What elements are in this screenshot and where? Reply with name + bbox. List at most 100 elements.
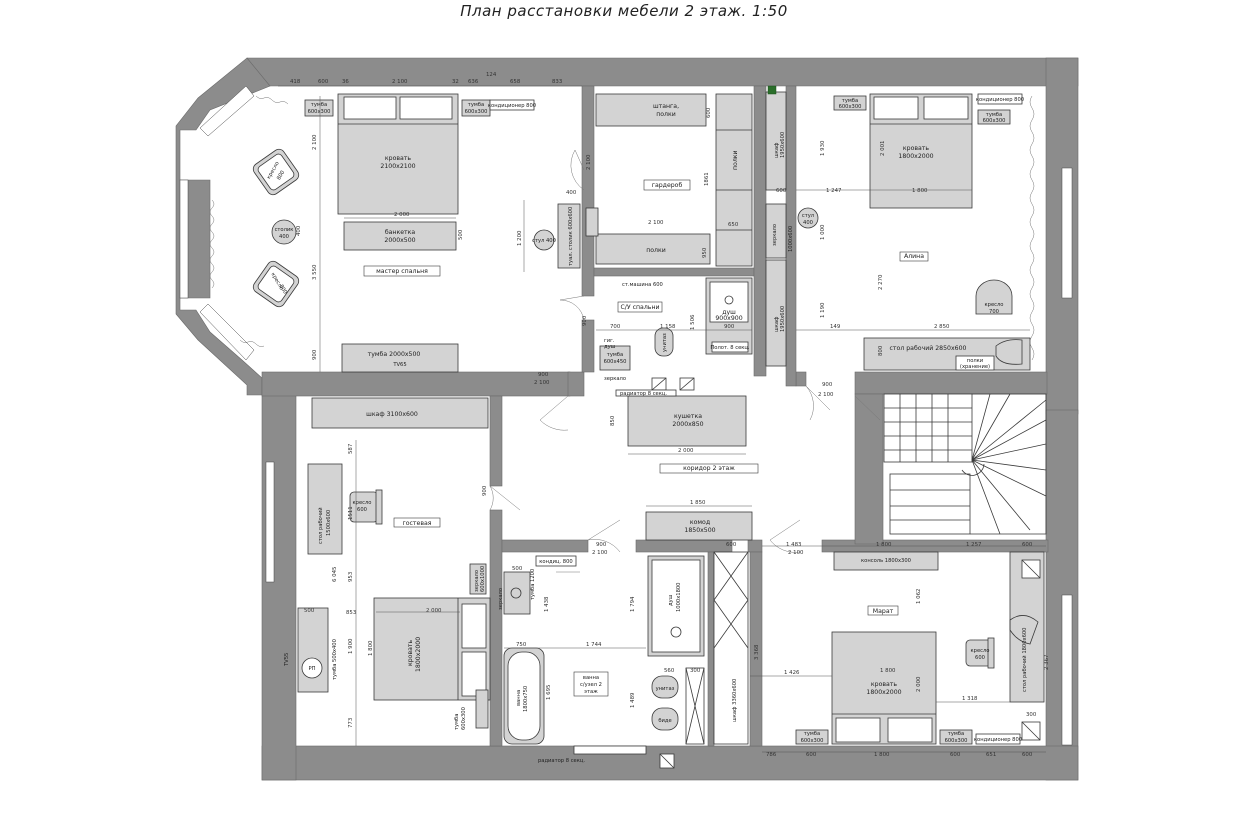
dim-2850: 2 850 — [934, 324, 950, 330]
ac-label: кондиц. 800 — [539, 559, 572, 565]
dim-300: 300 — [690, 668, 701, 674]
shelves-label: полки — [732, 150, 739, 170]
dim-1695: 1 695 — [546, 685, 552, 700]
dim-587: 587 — [348, 444, 354, 454]
dim-900f: 900 — [596, 542, 607, 548]
guest-room: шкаф 3100х600 стол рабочий 1500х600 крес… — [284, 397, 491, 746]
chair-label: кресло — [353, 500, 372, 506]
nightstand-size: 600х300 — [945, 738, 968, 744]
dim-500: 500 — [458, 229, 464, 240]
bathroom: тумба 1200 зеркало кондиц. 800 ванна 180… — [498, 542, 705, 769]
dim-1190: 1 190 — [820, 302, 826, 318]
armchair-size: 700 — [989, 309, 999, 315]
dim-900-corr: 900 — [538, 372, 549, 378]
hanger-label2: полки — [656, 111, 676, 118]
dim-1257: 1 257 — [966, 542, 981, 548]
radiator-label: радиатор 8 секц. — [538, 758, 585, 764]
bath-sink — [503, 571, 531, 615]
radiator-label: радиатор 8 секц. — [620, 391, 667, 397]
desk-label: стол рабочий 2850х600 — [890, 344, 967, 352]
bathtub-label: ванна — [516, 690, 522, 706]
room-alina: Алина — [904, 253, 924, 260]
chair-label: кресло — [971, 648, 990, 654]
sink-size: 600х450 — [604, 359, 627, 365]
dim-2000c: 2 000 — [426, 608, 442, 614]
wardrobe-label: шкаф 3100х600 — [366, 411, 418, 418]
nightstand-size: 600х300 — [983, 118, 1006, 124]
dim-1511: 1511 — [348, 506, 354, 520]
corridor: кушетка 2000х850 радиатор 8 секц. 2 000 … — [482, 389, 1047, 541]
dim-1900: 1 900 — [348, 638, 354, 654]
desk-label: стол рабочий — [317, 507, 324, 544]
tv-label: TV55 — [284, 653, 290, 667]
shower-size: 900х900 — [715, 315, 742, 322]
room-bath: ванна — [583, 675, 599, 681]
wardrobe-label: шкаф — [774, 316, 780, 332]
dim-786: 786 — [766, 752, 777, 758]
nightstand-label: тумба — [311, 102, 327, 108]
bed-size: 1800х2000 — [415, 637, 422, 672]
staircase — [883, 393, 1047, 535]
bed-size: 2100х2100 — [380, 163, 415, 170]
nightstand-label: тумба — [468, 102, 484, 108]
nightstand-label: тумба — [842, 98, 858, 104]
alina-armchair — [975, 279, 1013, 315]
armchair-size: 800 — [278, 284, 288, 296]
dim-600c: 600 — [776, 188, 787, 194]
dim-900a: 900 — [312, 349, 318, 360]
dim-2100f: 2 100 — [592, 550, 608, 556]
bath-ac — [535, 555, 577, 567]
dim-3550: 3 550 — [312, 264, 318, 280]
dim-3368: 3 368 — [754, 644, 760, 660]
plan-title: План расстановки мебели 2 этаж. 1:50 — [460, 2, 788, 20]
chair-size: 400 — [803, 220, 813, 226]
toilet-label: унитаз — [662, 333, 668, 352]
dim-1000: 1 000 — [820, 224, 826, 240]
sofa-size: 2000х850 — [672, 421, 703, 428]
dim-700: 700 — [610, 324, 621, 330]
dim-1794: 1 794 — [630, 596, 636, 612]
marker-square — [767, 85, 777, 95]
chair-size: 600 — [975, 655, 985, 661]
wardrobe-size: 1950х600 — [780, 132, 786, 158]
alina-chair — [797, 207, 819, 229]
mirror-label: зеркало — [604, 376, 626, 382]
bidet-size: душ — [604, 344, 616, 350]
marat-nightstand-right — [939, 729, 973, 745]
nightstand-label: тумба — [454, 714, 460, 730]
wc-toilet — [654, 327, 674, 357]
dim-600f: 600 — [806, 752, 817, 758]
dim-2270: 2 270 — [878, 274, 884, 290]
shelves-bottom — [595, 233, 711, 265]
dim-2000: 2 000 — [394, 212, 410, 218]
tv-stand-label: тумба 500х400 — [332, 639, 338, 680]
dim-560: 560 — [664, 668, 675, 674]
dim-1850: 1 850 — [690, 500, 706, 506]
toilet-label: унитаз — [656, 686, 675, 692]
dim-1489: 1 489 — [630, 692, 636, 708]
bench — [343, 221, 457, 251]
alina-room: шкаф 1950х600 шкаф 1950х600 зеркало 1000… — [765, 91, 1035, 398]
dim-124: 124 — [486, 72, 497, 78]
sink-label: тумба 1200 — [530, 569, 536, 600]
mirror-label: зеркало — [498, 588, 504, 610]
bench-size: 2000х500 — [384, 237, 415, 244]
dim-658: 658 — [510, 79, 521, 85]
dim-300b: 300 — [1026, 712, 1037, 718]
bed-size: 1800х2000 — [898, 153, 933, 160]
bed-label: кровать — [871, 681, 897, 688]
alina-wardrobe-bottom — [765, 259, 787, 367]
dim-1800c: 1 800 — [876, 542, 892, 548]
armchair-label: кресло — [985, 302, 1004, 308]
tv-label: TV65 — [392, 362, 406, 368]
marat-room: шкаф 3360х600 3 368 консоль 1800х300 Мар… — [713, 542, 1050, 758]
nightstand-label: тумба — [948, 731, 964, 737]
desk-size: 1500х600 — [326, 510, 332, 536]
dim-1800d: 1 800 — [874, 752, 890, 758]
marat-nightstand-left — [795, 729, 829, 745]
dim-850: 850 — [610, 415, 616, 426]
dim-1318: 1 318 — [962, 696, 978, 702]
dim-600b: 600 — [706, 107, 712, 118]
tv-stand — [341, 343, 459, 373]
bed-label: кровать — [385, 155, 411, 162]
